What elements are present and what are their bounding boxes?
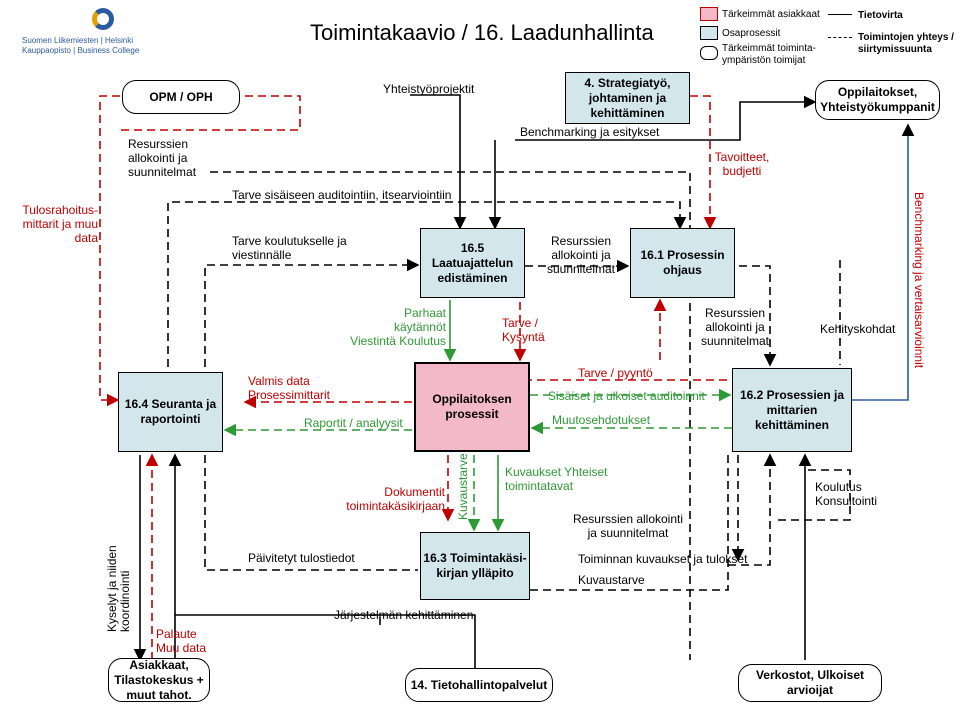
label-res-alloc-opm: Resurssien allokointi ja suunnitelmat (128, 137, 197, 179)
label-res-alloc-161: Resurssien allokointi ja suunnitelmat (546, 234, 616, 276)
logo-mark-icon (92, 8, 114, 30)
process-16-5-box[interactable]: 16.5 Laatuajattelun edistäminen (420, 228, 525, 298)
label-raportit: Raportit / analyysit (304, 416, 403, 430)
label-palaute: Palaute Muu data (156, 627, 207, 655)
label-toiminnan: Toiminnan kuvaukset ja tulokset (578, 552, 748, 566)
main-process-box[interactable]: Oppilaitoksen prosessit (414, 362, 530, 452)
label-kehityskohdat: Kehityskohdat (820, 322, 896, 336)
label-koulutus: Koulutus Konsultointi (815, 480, 878, 508)
logo-line1: Suomen Liikemiesten | Helsinki (22, 36, 134, 45)
legend-main-swatch (700, 7, 718, 21)
process-16-4-box[interactable]: 16.4 Seuranta ja raportointi (118, 372, 223, 452)
label-res-alloc-bottom: Resurssien allokointi ja suunnitelmat (572, 512, 684, 540)
label-tarve-pyynto: Tarve / pyyntö (578, 366, 653, 380)
legend-env: Tärkeimmät toiminta-ympäristön toimijat (722, 43, 816, 66)
legend-main: Tärkeimmät asiakkaat (722, 9, 820, 20)
partners-box[interactable]: Oppilaitokset, Yhteistyökumppanit (815, 80, 940, 120)
page-title: Toimintakaavio / 16. Laadunhallinta (310, 20, 654, 45)
legend-sub: Osaprosessit (722, 28, 781, 39)
logo-line2: Kauppaopisto | Business College (22, 46, 140, 55)
legend-info-line (828, 14, 852, 15)
label-benchmarking: Benchmarking ja esitykset (520, 125, 660, 139)
label-tarve-kysynta: Tarve / Kysyntä (502, 316, 545, 344)
legend-sub-swatch (700, 26, 718, 40)
legend-info: Tietovirta (858, 10, 903, 21)
label-kuvaukset: Kuvaukset Yhteiset toimintatavat (505, 465, 608, 493)
label-valmis: Valmis data Prosessimittarit (248, 374, 331, 402)
legend-two-way-line (828, 37, 852, 38)
label-tarve-koul: Tarve koulutukselle ja viestinnälle (232, 234, 347, 262)
strategy-box[interactable]: 4. Strategiatyö, johtaminen ja kehittämi… (565, 72, 690, 124)
label-bench-vertical: Benchmarking ja vertaisarvioinnit (912, 192, 926, 369)
legend-two-way: Toimintojen yhteys / siirtymissuunta (858, 32, 954, 55)
label-jarjestelma: Järjestelmän kehittäminen (334, 608, 474, 622)
legend-env-swatch (700, 46, 718, 60)
customers-box[interactable]: Asiakkaat, Tilastokeskus + muut tahot. (108, 658, 210, 702)
label-sisaiset: Sisäiset ja ulkoiset auditoinnit (548, 389, 705, 403)
label-kuvaustarve-vertical: Kuvaustarve (456, 453, 470, 520)
label-res-alloc-right: Resurssien allokointi ja suunnitelmat (700, 306, 770, 348)
label-paivitetyt: Päivitetyt tulostiedot (248, 551, 355, 565)
label-kyselyt: Kyselyt ja niiden koordinointi (105, 545, 132, 632)
process-16-3-box[interactable]: 16.3 Toimintakäsi-kirjan ylläpito (420, 532, 530, 600)
label-tulos: Tulosrahoitus-mittarit ja muu data (22, 203, 98, 245)
process-16-1-box[interactable]: 16.1 Prosessin ohjaus (630, 228, 735, 298)
label-parhaat: Parhaat käytännöt Viestintä Koulutus (350, 306, 446, 348)
label-tavoitteet: Tavoitteet, budjetti (714, 150, 770, 178)
networks-box[interactable]: Verkostot, Ulkoiset arvioijat (738, 664, 882, 702)
it-services-box[interactable]: 14. Tietohallintopalvelut (405, 668, 553, 702)
label-kuvaustarve: Kuvaustarve (578, 573, 645, 587)
label-dokumentit: Dokumentit toimintakäsikirjaan (346, 485, 445, 513)
label-muutos: Muutosehdotukset (552, 413, 651, 427)
label-yhteistyo: Yhteistyöprojektit (383, 82, 475, 96)
process-16-2-box[interactable]: 16.2 Prosessien ja mittarien kehittämine… (732, 368, 852, 452)
label-tarve-audit: Tarve sisäiseen auditointiin, itsearvioi… (232, 188, 452, 202)
opm-box[interactable]: OPM / OPH (122, 80, 240, 114)
college-logo: Suomen Liikemiesten | Helsinki Kauppaopi… (22, 8, 172, 58)
